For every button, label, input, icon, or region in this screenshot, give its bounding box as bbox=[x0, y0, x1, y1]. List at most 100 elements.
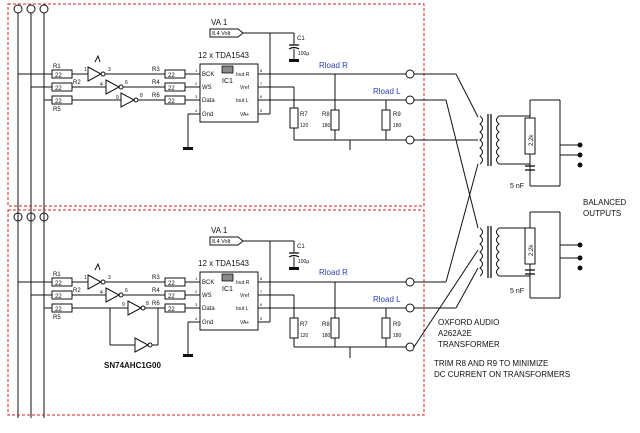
ground-symbol bbox=[183, 147, 193, 150]
gate-pin-1: 1 bbox=[84, 275, 87, 281]
sn74-gate-label: SN74AHC1G00 bbox=[104, 361, 161, 370]
pin-vref: Vref bbox=[240, 293, 250, 299]
va-voltage: 8.4 Volt bbox=[212, 239, 231, 245]
pin-ws: WS bbox=[202, 293, 212, 299]
pin-gnd: Gnd bbox=[202, 320, 213, 326]
r5-name: R5 bbox=[53, 107, 61, 113]
r1-value: 22 bbox=[55, 281, 62, 287]
inverter-gate-1 bbox=[87, 274, 103, 290]
va-voltage: 8.4 Volt bbox=[212, 31, 231, 37]
output-terminal bbox=[577, 265, 583, 271]
r1-name: R1 bbox=[53, 64, 61, 70]
pin-num-4: 4 bbox=[195, 316, 198, 321]
chip-ic-label: IC1 bbox=[222, 286, 233, 293]
r6-name: R6 bbox=[152, 93, 160, 99]
va-label: VA 1 bbox=[211, 18, 228, 27]
pin-num-3: 3 bbox=[195, 94, 198, 99]
pin-num-7: 7 bbox=[260, 289, 263, 294]
r3-value: 22 bbox=[168, 73, 175, 79]
pin-iout-r: Iout R bbox=[236, 72, 250, 78]
gate-pin-6: 6 bbox=[125, 80, 128, 86]
resistor-r9 bbox=[381, 109, 391, 131]
tr-cap-lower: 5 nF bbox=[510, 288, 524, 295]
r1-name: R1 bbox=[53, 272, 61, 278]
r4-name: R4 bbox=[152, 288, 160, 294]
output-terminal bbox=[577, 162, 583, 168]
resistor-r7 bbox=[289, 317, 299, 339]
pin-data: Data bbox=[202, 98, 215, 104]
sn74-gate bbox=[134, 337, 150, 353]
gate-pin-4: 4 bbox=[100, 290, 103, 296]
r9-name: R9 bbox=[393, 322, 401, 328]
pin-num-8: 8 bbox=[260, 276, 263, 281]
resistor-r8 bbox=[330, 317, 340, 339]
transformer-note-2: A262A2E bbox=[438, 329, 472, 338]
r8-name: R8 bbox=[322, 322, 330, 328]
upper-module-frame bbox=[7, 3, 425, 207]
r2-name: R2 bbox=[73, 80, 81, 86]
pin-va-plus: VA+ bbox=[240, 320, 249, 326]
r9-name: R9 bbox=[393, 112, 401, 118]
c1-label: C1 bbox=[297, 244, 305, 250]
gate-pin-8: 8 bbox=[140, 93, 143, 99]
resistor-r8 bbox=[330, 109, 340, 131]
r7-value: 120 bbox=[300, 123, 309, 129]
balanced-outputs-line2: OUTPUTS bbox=[583, 209, 621, 218]
pin-num-1: 1 bbox=[195, 68, 198, 73]
chip-notch bbox=[221, 65, 234, 74]
cap-ground bbox=[289, 59, 299, 62]
c1-label: C1 bbox=[297, 36, 305, 42]
chip-notch bbox=[221, 273, 234, 282]
tr-res-lower: 2.2k bbox=[529, 244, 535, 256]
pin-num-1: 1 bbox=[195, 276, 198, 281]
r9-value: 180 bbox=[393, 333, 402, 339]
cap-ground bbox=[289, 267, 299, 270]
pin-num-2: 2 bbox=[195, 289, 198, 294]
inverter-gate-3 bbox=[120, 92, 136, 108]
r7-value: 120 bbox=[300, 333, 309, 339]
output-terminal bbox=[577, 152, 583, 158]
r8-value: 180 bbox=[322, 123, 331, 129]
chip-title: 12 x TDA1543 bbox=[198, 51, 250, 60]
pin-num-7: 7 bbox=[260, 81, 263, 86]
pin-bck: BCK bbox=[202, 72, 214, 78]
r7-name: R7 bbox=[300, 322, 308, 328]
gate-pin-9: 9 bbox=[122, 302, 125, 308]
transformer-2-primary bbox=[479, 227, 483, 277]
r5-name: R5 bbox=[53, 315, 61, 321]
pin-num-6: 6 bbox=[260, 302, 263, 307]
r6-value: 22 bbox=[168, 99, 175, 105]
lower-module-frame bbox=[7, 209, 425, 416]
balanced-outputs-line1: BALANCED bbox=[583, 198, 626, 207]
ground-symbol bbox=[183, 354, 193, 357]
rload-l-label: Rload L bbox=[373, 295, 401, 304]
r5-value: 22 bbox=[55, 99, 62, 105]
rload-r-label: Rload R bbox=[319, 61, 348, 70]
r6-value: 22 bbox=[168, 307, 175, 313]
gate-pin-9: 9 bbox=[116, 95, 119, 101]
dac-chip-ic1 bbox=[199, 63, 259, 123]
pin-ws: WS bbox=[202, 85, 212, 91]
r2-value: 22 bbox=[55, 294, 62, 300]
transformer-1-secondary bbox=[496, 115, 500, 165]
pin-bck: BCK bbox=[202, 280, 214, 286]
inverter-gate-2 bbox=[105, 79, 121, 95]
trim-note-1: TRIM R8 AND R9 TO MINIMIZE bbox=[434, 359, 548, 368]
r3-name: R3 bbox=[152, 275, 160, 281]
pin-num-5: 5 bbox=[260, 108, 263, 113]
gate-pin-6: 6 bbox=[125, 288, 128, 294]
transformer-note-3: TRANSFORMER bbox=[438, 340, 500, 349]
r1-value: 22 bbox=[55, 73, 62, 79]
chip-title: 12 x TDA1543 bbox=[198, 259, 250, 268]
r3-value: 22 bbox=[168, 281, 175, 287]
chip-ic-label: IC1 bbox=[222, 78, 233, 85]
r3-name: R3 bbox=[152, 67, 160, 73]
r7-name: R7 bbox=[300, 112, 308, 118]
gate-pin-1: 1 bbox=[84, 67, 87, 73]
va-supply-tag bbox=[209, 236, 244, 246]
c1-value: 100µ bbox=[298, 259, 309, 265]
gate-pin-3: 3 bbox=[108, 67, 111, 73]
inverter-gate-3 bbox=[127, 300, 143, 316]
